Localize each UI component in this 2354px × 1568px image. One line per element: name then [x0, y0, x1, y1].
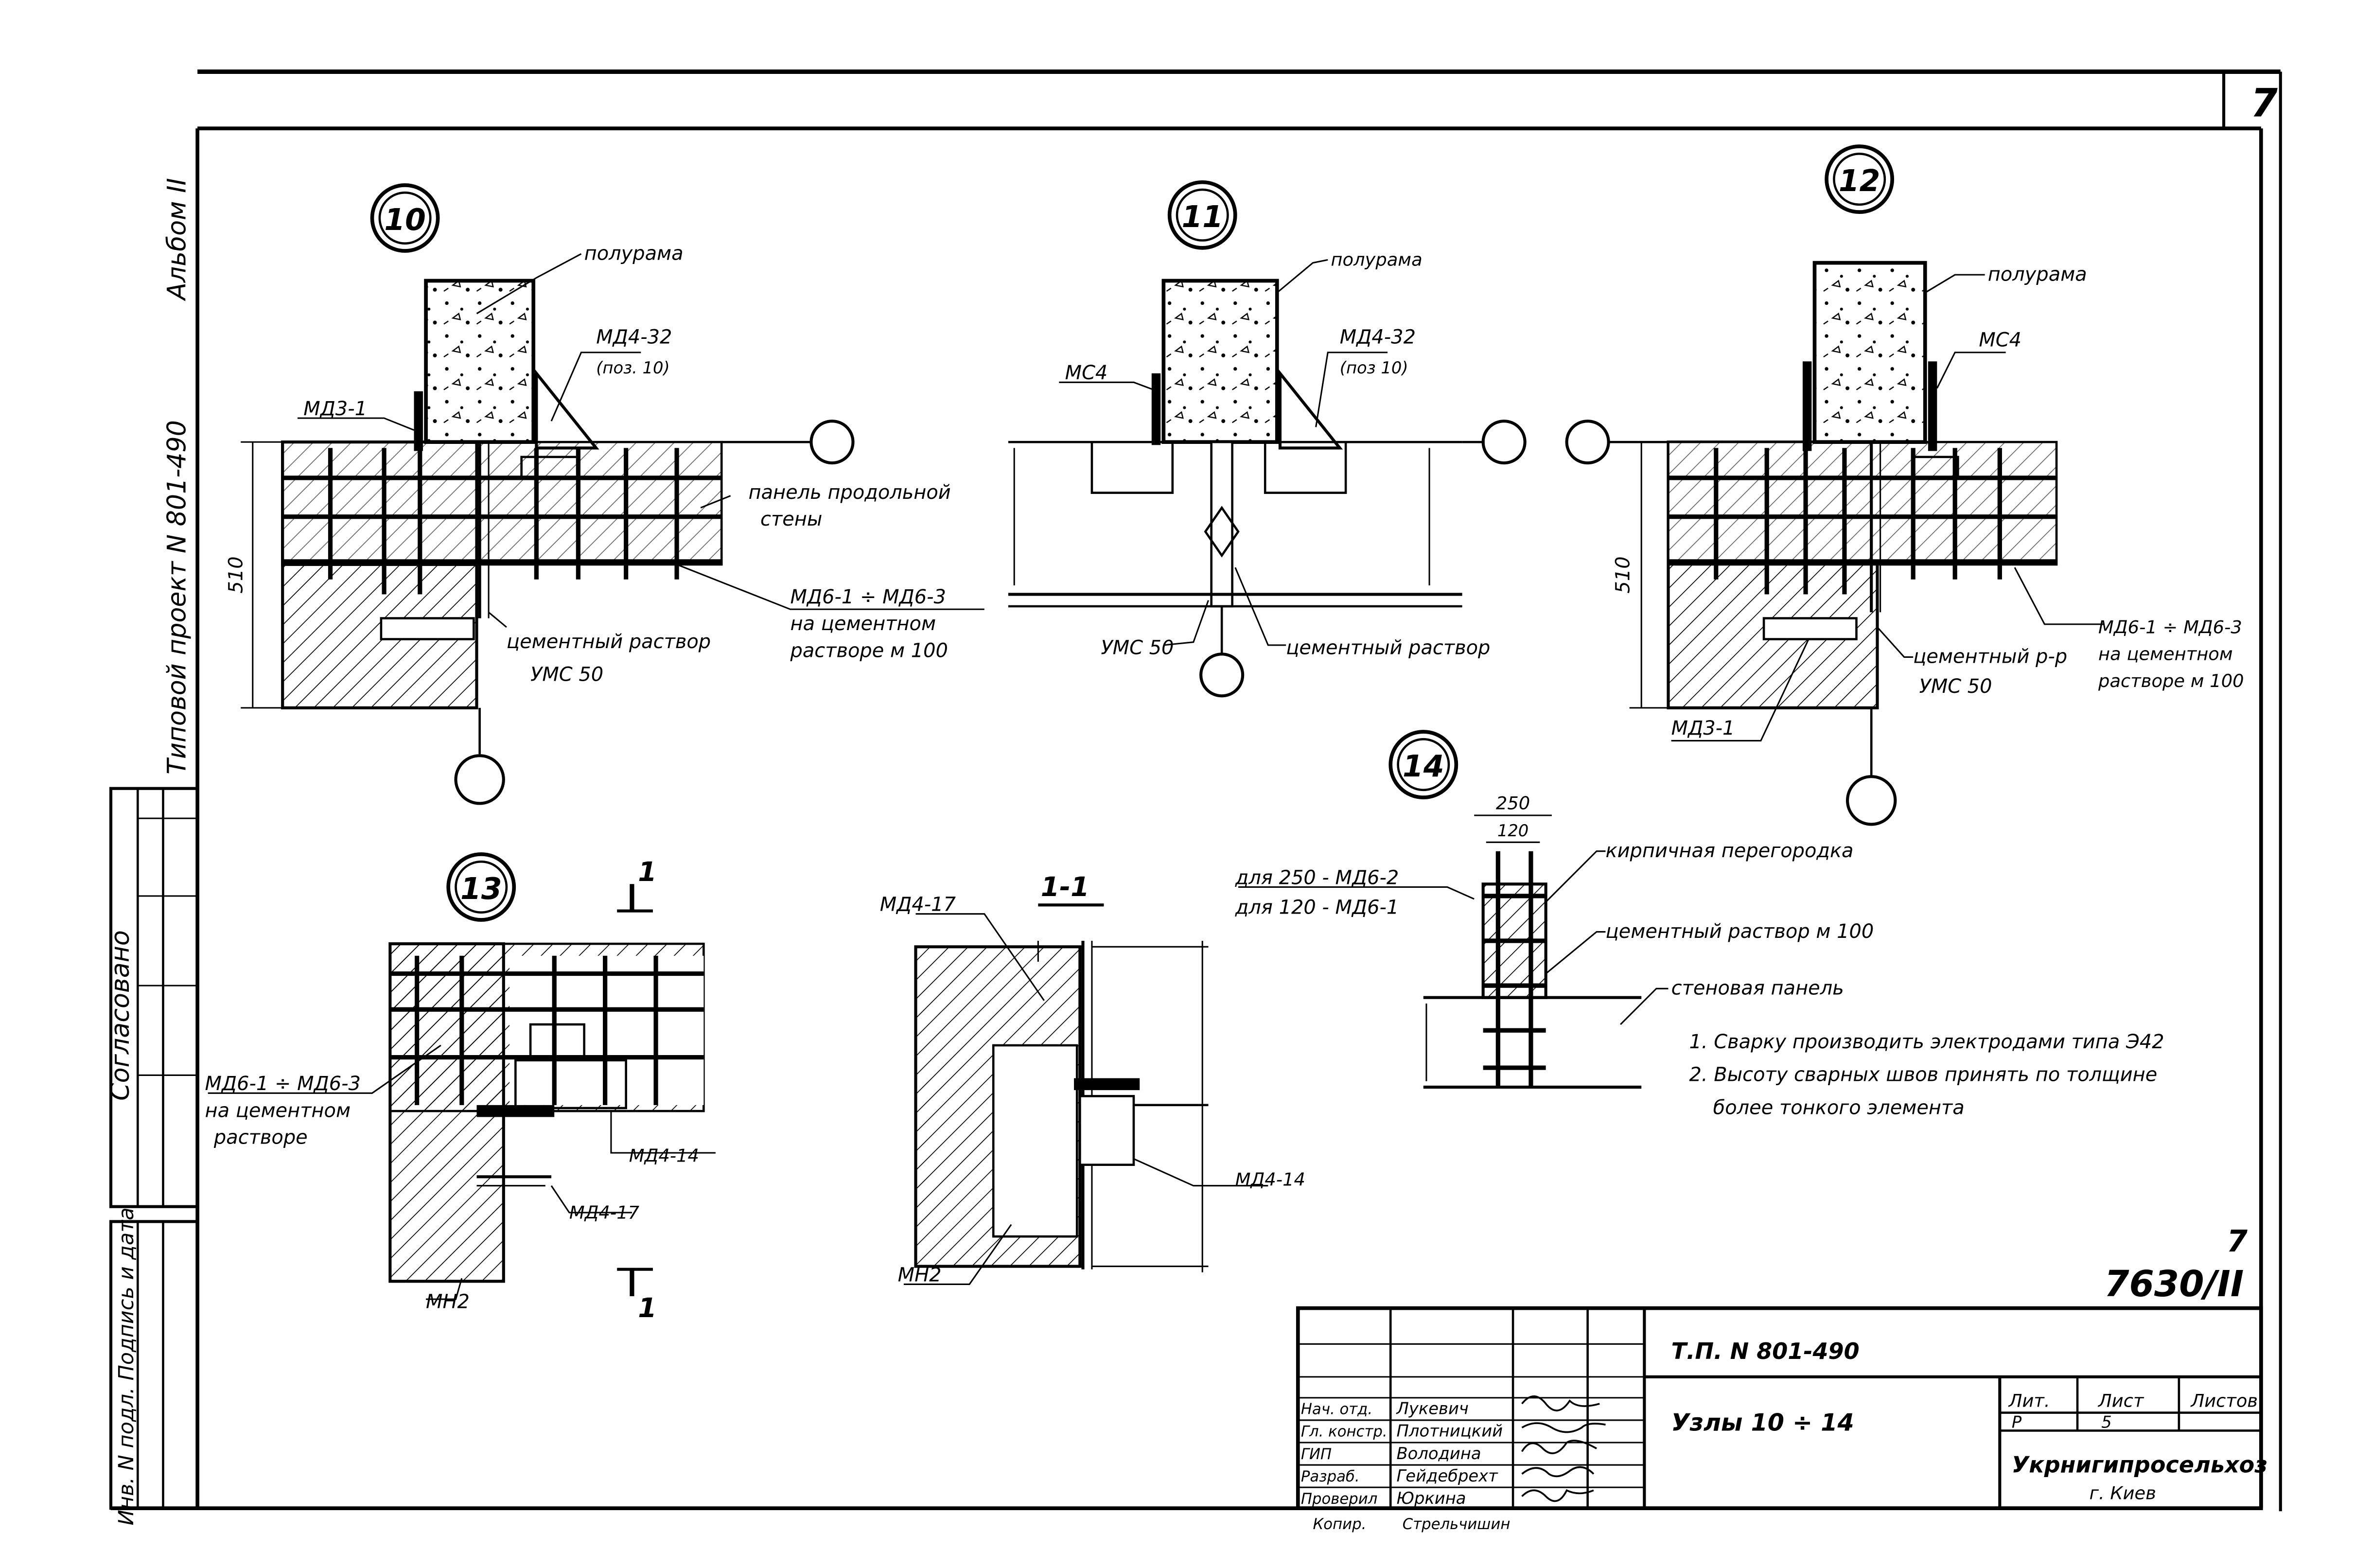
s11-label-2: МН2	[898, 1264, 942, 1286]
d10-dim: 510	[225, 556, 247, 593]
tb-name-0: Лукевич	[1396, 1399, 1469, 1418]
s11-label-1: МД4-14	[1235, 1169, 1305, 1190]
d12-label-4: растворе м 100	[2098, 670, 2244, 691]
archive-number-top: 7	[2227, 1224, 2248, 1259]
d10-label-4: панель продольной	[749, 481, 951, 504]
tb-sheet: 5	[2101, 1412, 2111, 1431]
album-label: Альбом II	[163, 178, 192, 301]
d14-label-4: стеновая панель	[1671, 977, 1844, 1000]
d10-label-9: цементный раствор	[507, 631, 711, 653]
d14-label-2: кирпичная перегородка	[1606, 840, 1854, 862]
d11-label-4: УМС 50	[1101, 636, 1174, 659]
archive-number: 7 7630/II	[2104, 1224, 2248, 1305]
d13-label-4: МД4-17	[569, 1202, 640, 1223]
tb-name-1: Плотницкий	[1397, 1422, 1503, 1441]
d11-label-0: полурама	[1331, 249, 1422, 270]
d14-label-0: для 250 - МД6-2	[1235, 866, 1399, 889]
left-margin: Альбом II Типовой проект N 801-490 Согла…	[106, 178, 199, 1525]
d14-dim-0: 250	[1496, 793, 1530, 814]
d12-label-3: на цементном	[2098, 644, 2233, 665]
tb-name-4: Юркина	[1397, 1489, 1466, 1508]
tb-role-3: Разраб.	[1301, 1468, 1360, 1485]
d10-label-3: МД3-1	[303, 398, 367, 420]
detail-13: 13 1 1 МД6-1 ÷ МД6-3 на цементном	[205, 852, 716, 1324]
detail-12: 12 510	[1565, 144, 2244, 826]
tb-role-4: Проверил	[1301, 1490, 1377, 1508]
d13-label-5: МН2	[426, 1291, 470, 1313]
detail-12-marker	[1825, 144, 1895, 214]
detail-11-number: 11	[1181, 200, 1223, 234]
detail-13-number: 13	[460, 872, 502, 906]
d12-dim: 510	[1612, 556, 1634, 593]
d14-dim-1: 120	[1497, 821, 1528, 840]
inventory-label: Инв. N подл. Подпись и дата	[114, 1207, 139, 1525]
d13-label-0: МД6-1 ÷ МД6-3	[205, 1073, 361, 1095]
tb-role-5: Копир.	[1313, 1515, 1367, 1533]
tb-stage: Р	[2012, 1412, 2022, 1431]
d10-label-2: (поз. 10)	[596, 358, 669, 377]
d10-label-7: на цементном	[791, 613, 936, 635]
d13-section-top: 1	[638, 857, 656, 888]
tb-role-2: ГИП	[1301, 1445, 1332, 1463]
notes: 1. Сварку производить электродами типа Э…	[1689, 1031, 2164, 1119]
d12-label-1: МС4	[1979, 329, 2021, 352]
detail-14-marker	[1388, 730, 1458, 799]
tb-organization: Укрнигипросельхоз	[2012, 1451, 2267, 1478]
d11-label-1: МС4	[1065, 362, 1108, 384]
tb-name-3: Гейдебрехт	[1397, 1466, 1499, 1485]
detail-11-marker	[1167, 180, 1237, 250]
d11-label-2: МД4-32	[1340, 326, 1416, 348]
d10-label-0: полурама	[584, 242, 684, 264]
d12-label-2: МД6-1 ÷ МД6-3	[2098, 617, 2242, 637]
detail-10: 10 510	[225, 183, 984, 805]
note-3: более тонкого элемента	[1713, 1096, 1965, 1119]
tb-sheets-header: Листов	[2190, 1390, 2258, 1411]
d14-label-3: цементный раствор м 100	[1606, 920, 1874, 943]
detail-11: 11 полурама МС4 МД4-32 (поз 10) УМС 50 ц…	[1008, 180, 1527, 698]
tb-designation: Т.П. N 801-490	[1671, 1338, 1860, 1364]
tb-role-1: Гл. констр.	[1301, 1423, 1388, 1441]
d11-label-3: (поз 10)	[1340, 358, 1408, 377]
agreed-label: Согласовано	[106, 930, 135, 1101]
d11-label-5: цементный раствор	[1286, 636, 1490, 659]
detail-14: 14 250 120 для 250 - МД6-2 для 120 - МД6…	[1235, 730, 1874, 1089]
detail-10-number: 10	[384, 203, 425, 237]
d12-label-6: УМС 50	[1919, 675, 1992, 698]
d10-label-8: растворе м 100	[790, 639, 948, 662]
signatures	[1521, 1395, 1606, 1502]
note-2: 2. Высоту сварных швов принять по толщин…	[1689, 1064, 2158, 1086]
d10-label-5: стены	[760, 508, 822, 530]
page-number: 7	[2250, 81, 2278, 126]
title-block: Т.П. N 801-490 Узлы 10 ÷ 14 Лит. Лист Ли…	[1296, 1306, 2267, 1533]
s11-title: 1-1	[1041, 872, 1089, 903]
tb-sheet-header: Лист	[2097, 1390, 2144, 1411]
tb-name-5: Стрельчишин	[1403, 1515, 1511, 1533]
tb-name-2: Володина	[1397, 1444, 1481, 1463]
detail-13-marker	[446, 852, 516, 922]
s11-label-0: МД4-17	[880, 894, 956, 916]
section-1-1: 1-1 МД4-17 МД4-14 МН2	[880, 872, 1305, 1286]
tb-city: г. Киев	[2090, 1483, 2156, 1504]
d10-label-6: МД6-1 ÷ МД6-3	[791, 586, 946, 608]
detail-12-number: 12	[1839, 164, 1880, 198]
d12-label-5: цементный р-р	[1913, 646, 2067, 668]
project-label: Типовой проект N 801-490	[163, 420, 192, 775]
detail-10-marker	[370, 183, 440, 253]
note-1: 1. Сварку производить электродами типа Э…	[1689, 1031, 2164, 1053]
d10-label-10: УМС 50	[530, 664, 603, 686]
d13-section-bottom: 1	[638, 1293, 656, 1324]
d13-label-2: растворе	[213, 1127, 308, 1149]
tb-stage-header: Лит.	[2008, 1390, 2050, 1411]
detail-14-number: 14	[1403, 749, 1444, 784]
d13-label-3: МД4-14	[629, 1145, 699, 1166]
d13-label-1: на цементном	[205, 1099, 351, 1122]
d12-label-0: полурама	[1988, 263, 2087, 285]
d14-label-1: для 120 - МД6-1	[1235, 897, 1399, 919]
archive-number-text: 7630/II	[2104, 1264, 2244, 1305]
d10-label-1: МД4-32	[596, 326, 672, 348]
tb-role-0: Нач. отд.	[1301, 1401, 1372, 1418]
tb-title: Узлы 10 ÷ 14	[1671, 1408, 1854, 1436]
d12-label-7: МД3-1	[1671, 717, 1735, 740]
